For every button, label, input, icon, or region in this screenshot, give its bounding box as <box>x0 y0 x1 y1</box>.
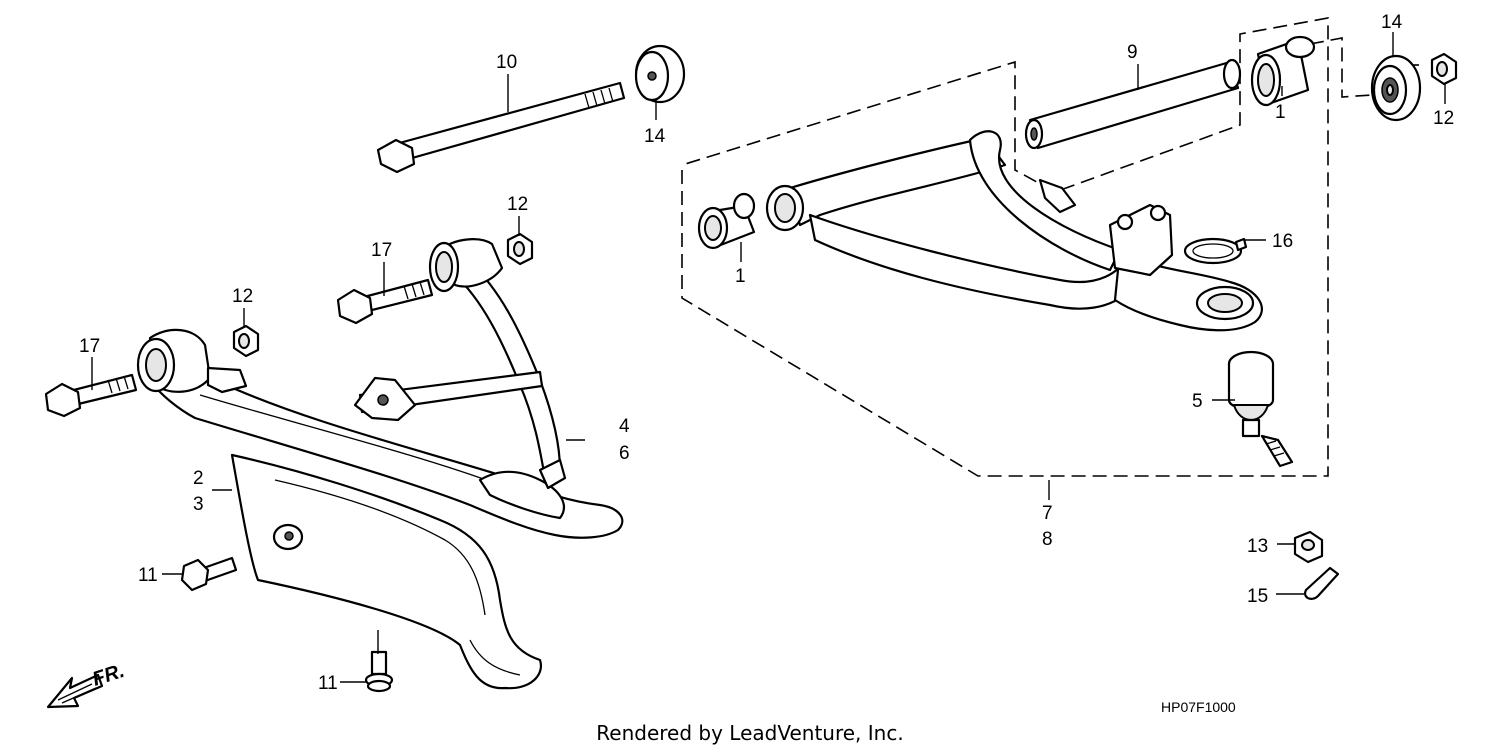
callout-2: 2 <box>193 468 204 489</box>
callout-8: 8 <box>1042 529 1053 550</box>
nut-part-12-upper[interactable] <box>506 232 534 266</box>
callout-17-lower: 17 <box>79 336 100 357</box>
callout-4: 4 <box>619 416 630 437</box>
guard-plate-part-2-3[interactable] <box>230 453 543 690</box>
callout-10: 10 <box>496 52 517 73</box>
callout-11-side: 11 <box>138 565 158 586</box>
callout-1-upper: 1 <box>1275 102 1286 123</box>
callout-16: 16 <box>1272 231 1293 252</box>
screw-part-11-bottom[interactable] <box>364 650 394 693</box>
callout-6: 6 <box>619 443 630 464</box>
washer-part-14-left[interactable] <box>634 44 686 104</box>
pivot-shaft-part-9[interactable] <box>1024 58 1242 150</box>
callout-12-upper: 12 <box>507 194 528 215</box>
callout-14-left: 14 <box>644 126 666 147</box>
callout-14-right: 14 <box>1381 12 1403 33</box>
diagram-code: HP07F1000 <box>1161 699 1236 715</box>
nut-part-12-lower[interactable] <box>232 324 260 358</box>
ball-joint-part-5[interactable] <box>1227 350 1294 468</box>
long-bolt-part-10[interactable] <box>376 81 626 174</box>
lower-arm-body-part-4-6[interactable] <box>136 328 624 539</box>
assembly-outline <box>681 17 1329 477</box>
upper-arm-part-7-8[interactable] <box>765 130 1263 332</box>
bushing-part-1-lower[interactable] <box>697 192 756 250</box>
bolt-part-17-upper[interactable] <box>336 278 434 325</box>
callout-1-lower: 1 <box>735 266 746 287</box>
bushing-part-1-upper[interactable] <box>1250 35 1316 107</box>
callout-7: 7 <box>1042 503 1053 524</box>
bolt-part-17-lower[interactable] <box>44 373 138 418</box>
screw-part-11-side[interactable] <box>180 556 238 592</box>
front-marker-label: FR. <box>90 660 127 691</box>
credit-text: Rendered by LeadVenture, Inc. <box>596 721 903 745</box>
callout-12-right: 12 <box>1433 108 1454 129</box>
callout-3: 3 <box>193 494 204 515</box>
castle-nut-part-13[interactable] <box>1293 530 1324 564</box>
nut-part-12-right[interactable] <box>1430 52 1458 86</box>
callout-15: 15 <box>1247 586 1268 607</box>
callout-9: 9 <box>1127 42 1138 63</box>
leader-lines <box>91 32 1446 683</box>
washer-part-14-right[interactable] <box>1370 54 1422 122</box>
callout-12-lower: 12 <box>232 286 253 307</box>
front-direction-marker: FR. <box>46 660 127 709</box>
callout-5: 5 <box>1192 391 1203 412</box>
callout-13: 13 <box>1247 536 1268 557</box>
circlip-part-16[interactable] <box>1183 237 1248 265</box>
callout-17-upper: 17 <box>371 240 392 261</box>
cotter-pin-part-15[interactable] <box>1304 566 1340 600</box>
callout-11-bottom: 11 <box>318 673 338 694</box>
